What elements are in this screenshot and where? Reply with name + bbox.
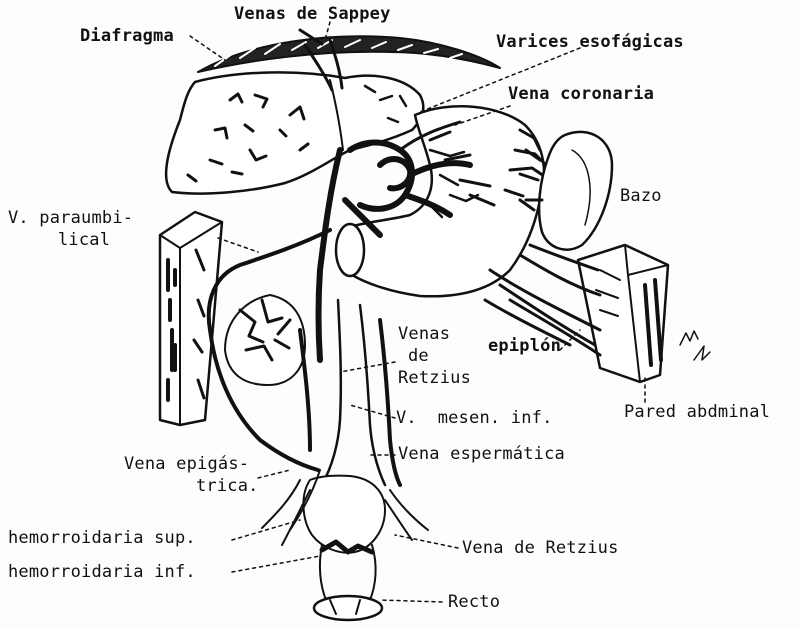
right-abdominal-wall: [578, 245, 668, 382]
label-venas-retzius-line3: Retzius: [398, 368, 471, 388]
label-v-paraumbilical-line2: lical: [58, 230, 110, 250]
label-vena-epigastrica-line1: Vena epigás-: [124, 454, 249, 474]
label-v-mesen-inf: V. mesen. inf.: [396, 408, 553, 428]
label-vena-de-retzius: Vena de Retzius: [462, 538, 619, 558]
label-hemorroidaria-sup: hemorroidaria sup.: [8, 528, 196, 548]
left-abdominal-wall: [160, 212, 222, 425]
label-venas-retzius-line2: de: [408, 346, 429, 366]
label-v-paraumbilical-line1: V. paraumbi-: [8, 208, 133, 228]
label-varices-esofagicas: Varices esofágicas: [496, 32, 684, 52]
label-venas-retzius-line1: Venas: [398, 324, 450, 344]
diaphragm-shape: [198, 36, 500, 72]
signature-mark: [680, 331, 710, 360]
label-epiplon: epiplón: [488, 336, 561, 356]
label-vena-coronaria: Vena coronaria: [508, 84, 654, 104]
label-vena-espermatica: Vena espermática: [398, 444, 565, 464]
central-vessel: [300, 300, 400, 485]
label-pared-abdominal: Pared abdminal: [624, 402, 770, 422]
label-recto: Recto: [448, 592, 500, 612]
label-hemorroidaria-inf: hemorroidaria inf.: [8, 562, 196, 582]
label-diafragma: Diafragma: [80, 26, 174, 46]
rectum-shape: [303, 476, 385, 620]
label-venas-sappey: Venas de Sappey: [234, 4, 391, 24]
liver-shape: [166, 72, 423, 193]
label-bazo: Bazo: [620, 186, 662, 206]
intestine-shape: [225, 295, 305, 385]
label-vena-epigastrica-line2: trica.: [196, 476, 259, 496]
